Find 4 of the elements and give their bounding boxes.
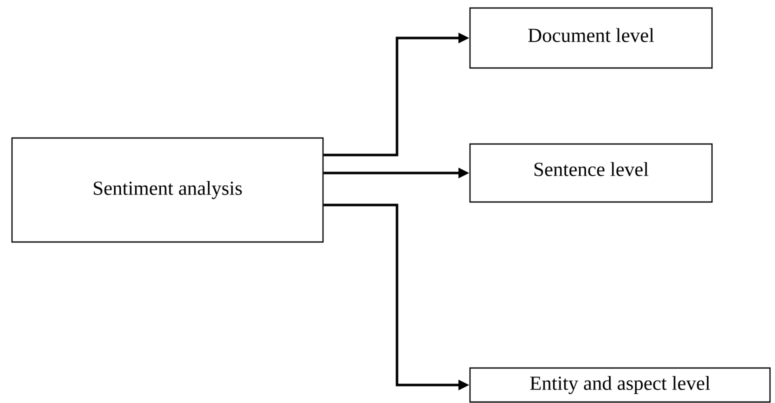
text-box: Sentiment analysis [11, 137, 324, 243]
text-box: Sentence level [469, 143, 713, 203]
text-box: Entity and aspect level [469, 367, 771, 403]
text-box: Document level [469, 7, 713, 69]
